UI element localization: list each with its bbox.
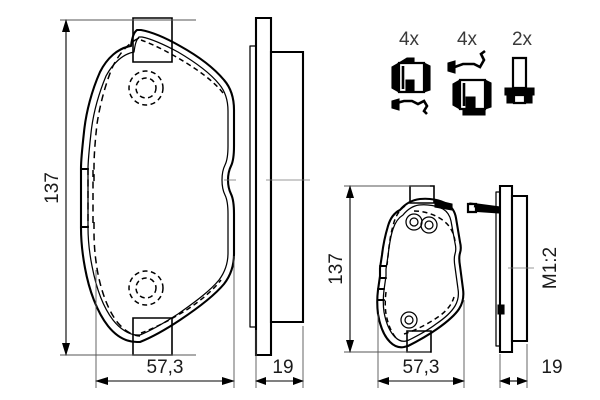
arrow-head-left bbox=[95, 377, 108, 385]
accessory-item-2: 4x bbox=[447, 29, 492, 116]
spring-clip-icon bbox=[447, 49, 492, 116]
side2-shim-plate bbox=[495, 191, 501, 347]
pad2-top-chamfer-dashed bbox=[413, 210, 456, 242]
arrow-head-bottom bbox=[346, 340, 354, 353]
arrow-head-right bbox=[453, 377, 465, 385]
side2-friction-block bbox=[510, 194, 529, 343]
dimension-secondary-thickness: 19 bbox=[499, 344, 563, 388]
accessory-item-3: 2x bbox=[504, 29, 535, 105]
scale-label: M1:2 bbox=[540, 247, 561, 289]
pad-bottom-chamfer-dashed bbox=[140, 279, 222, 334]
retaining-clip-icon bbox=[391, 57, 431, 115]
side2-notch-marker bbox=[497, 304, 505, 315]
dimension-label-main-width: 57,3 bbox=[147, 357, 184, 378]
dimension-main-width: 57,3 bbox=[95, 256, 235, 388]
front-view-main-pad bbox=[79, 17, 236, 356]
accessory-quantity-1: 4x bbox=[399, 29, 420, 50]
dimension-label-secondary-height: 137 bbox=[326, 253, 347, 285]
rivet-hole-upper bbox=[128, 70, 164, 106]
arrow-head-left bbox=[255, 377, 266, 385]
wear-sensor-tab bbox=[434, 199, 453, 211]
pad-hidden-edge-upper bbox=[93, 37, 140, 182]
dimension-main-thickness: 19 bbox=[255, 326, 304, 388]
pad2-rivet-hole-upper-right bbox=[420, 216, 438, 234]
side-backing-plate bbox=[254, 16, 273, 357]
pad2-bottom-chamfer-dashed bbox=[403, 296, 455, 335]
arrow-head-right bbox=[222, 377, 235, 385]
pad2-hidden-edge-lower bbox=[384, 291, 398, 340]
pad-hidden-edge-lower bbox=[93, 222, 141, 337]
side-shim-plate bbox=[249, 45, 257, 328]
arrow-head-left bbox=[499, 377, 510, 385]
accessory-quantity-3: 2x bbox=[512, 29, 533, 50]
dimension-secondary-width: 57,3 bbox=[377, 300, 465, 388]
pad-friction-inner-line bbox=[87, 36, 229, 336]
front-view-secondary-pad bbox=[376, 185, 465, 353]
arrow-head-bottom bbox=[62, 343, 70, 356]
side-view-main-pad bbox=[249, 16, 310, 357]
side2-backing-plate bbox=[498, 184, 514, 354]
guide-bolt-icon bbox=[504, 56, 535, 105]
dimension-main-height: 137 bbox=[42, 19, 196, 356]
dimension-label-secondary-thickness: 19 bbox=[541, 357, 562, 378]
dimension-secondary-height: 137 bbox=[326, 185, 430, 353]
dimension-label-main-thickness: 19 bbox=[272, 357, 293, 378]
pad2-rivet-hole-lower bbox=[400, 311, 418, 329]
arrow-head-top bbox=[346, 185, 354, 198]
accessory-quantity-2: 4x bbox=[457, 29, 478, 50]
pad-top-chamfer-dashed bbox=[140, 39, 224, 94]
dimension-label-secondary-width: 57,3 bbox=[403, 357, 440, 378]
arrow-head-right bbox=[293, 377, 304, 385]
side2-wear-sensor-icon bbox=[466, 202, 501, 214]
dimension-label-main-height: 137 bbox=[42, 172, 63, 204]
arrow-head-left bbox=[377, 377, 389, 385]
side-friction-block bbox=[269, 50, 305, 324]
accessory-item-1: 4x bbox=[391, 29, 431, 115]
pad2-friction-inner-line bbox=[382, 204, 459, 342]
arrow-head-top bbox=[62, 19, 70, 32]
arrow-head-right bbox=[517, 377, 528, 385]
pad2-rivet-hole-upper-left bbox=[405, 213, 423, 231]
side-view-secondary-pad bbox=[466, 184, 534, 354]
rivet-hole-lower bbox=[128, 270, 164, 306]
